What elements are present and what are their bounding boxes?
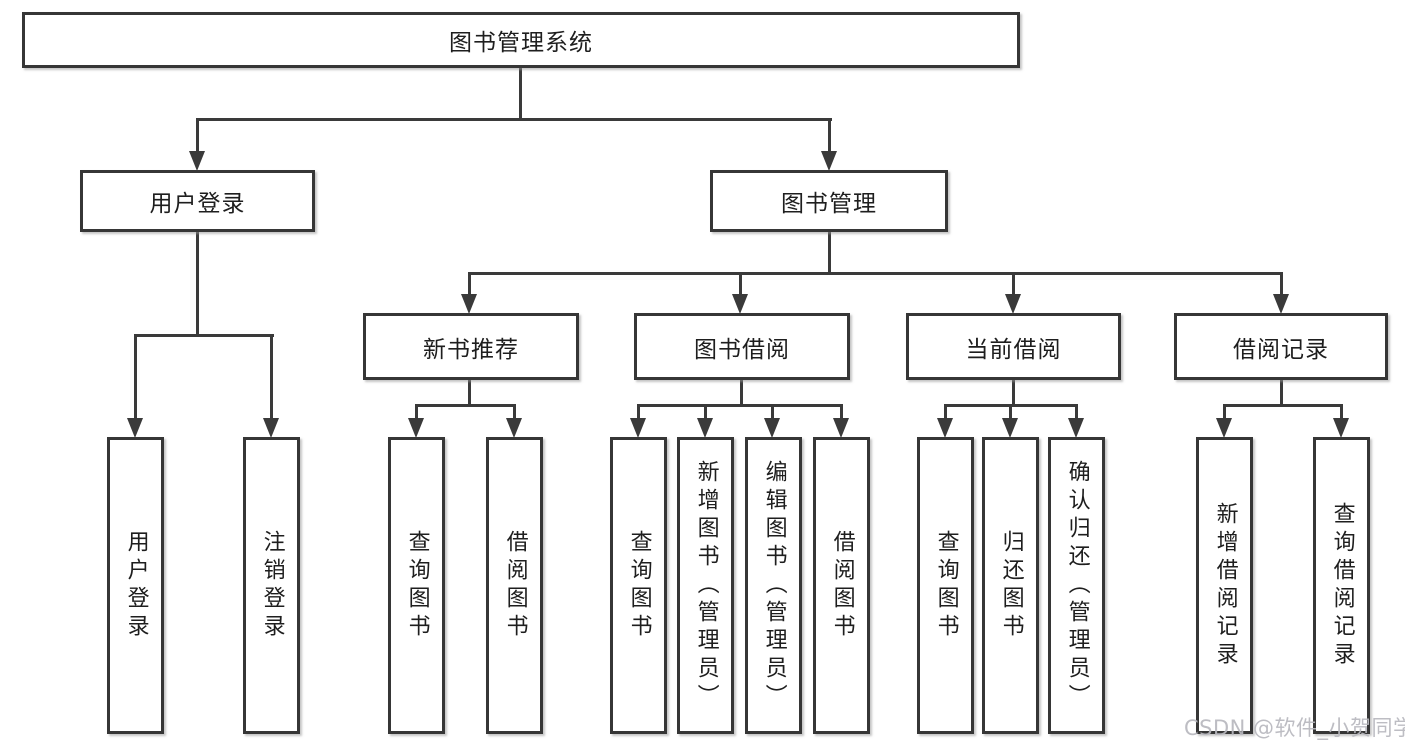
leaf-add-book-admin: 新增图书（管理员） <box>677 437 734 734</box>
arrowhead-down-icon <box>1005 294 1021 314</box>
connector-line <box>637 404 843 407</box>
connector-line <box>637 404 640 420</box>
connector-line <box>415 404 418 420</box>
arrowhead-down-icon <box>1216 418 1232 438</box>
connector-line <box>1223 404 1226 420</box>
connector-line <box>771 404 774 420</box>
node-label: 借阅记录 <box>1233 336 1329 363</box>
csdn-watermark: CSDN @软件_小贺同学 <box>1184 716 1405 740</box>
leaf-label: 编辑图书（管理员） <box>761 459 787 712</box>
leaf-label: 注销登录 <box>259 529 285 642</box>
arrowhead-down-icon <box>732 294 748 314</box>
leaf-label: 查询借阅记录 <box>1329 501 1355 670</box>
leaf-add-borrow-record: 新增借阅记录 <box>1196 437 1253 734</box>
node-current-borrowing: 当前借阅 <box>906 313 1121 380</box>
node-label: 图书管理 <box>781 191 877 217</box>
leaf-label: 借阅图书 <box>502 529 528 642</box>
arrowhead-down-icon <box>1273 294 1289 314</box>
arrowhead-down-icon <box>630 418 646 438</box>
arrowhead-down-icon <box>506 418 522 438</box>
leaf-borrow-books-recommend: 借阅图书 <box>486 437 543 734</box>
node-label: 用户登录 <box>149 191 246 217</box>
arrowhead-down-icon <box>189 151 205 171</box>
leaf-label: 确认归还（管理员） <box>1064 459 1090 712</box>
connector-line <box>828 118 831 154</box>
leaf-user-login: 用户登录 <box>107 437 164 734</box>
connector-line <box>1012 272 1015 295</box>
connector-line <box>739 272 742 295</box>
leaf-query-borrow-record: 查询借阅记录 <box>1313 437 1370 734</box>
connector-line <box>1012 378 1015 406</box>
connector-line <box>468 272 1283 275</box>
connector-line <box>840 404 843 420</box>
connector-line <box>415 404 516 407</box>
leaf-label: 查询图书 <box>933 529 959 642</box>
leaf-query-books-recommend: 查询图书 <box>388 437 445 734</box>
arrowhead-down-icon <box>937 418 953 438</box>
leaf-label: 新增借阅记录 <box>1212 501 1238 670</box>
node-label: 当前借阅 <box>965 336 1062 363</box>
connector-line <box>196 230 199 336</box>
leaf-label: 新增图书（管理员） <box>693 459 719 712</box>
leaf-logout: 注销登录 <box>243 437 300 734</box>
connector-line <box>519 66 522 120</box>
arrowhead-down-icon <box>263 418 279 438</box>
arrowhead-down-icon <box>697 418 713 438</box>
node-library-management-system: 图书管理系统 <box>22 12 1020 68</box>
connector-line <box>513 404 516 420</box>
arrowhead-down-icon <box>1068 418 1084 438</box>
node-new-book-recommendation: 新书推荐 <box>363 313 579 380</box>
connector-line <box>704 404 707 420</box>
leaf-label: 归还图书 <box>998 529 1024 642</box>
connector-line <box>740 378 743 406</box>
leaf-label: 用户登录 <box>123 529 149 642</box>
leaf-return-books: 归还图书 <box>982 437 1039 734</box>
connector-line <box>468 378 471 406</box>
connector-line <box>270 334 273 420</box>
arrowhead-down-icon <box>1002 418 1018 438</box>
leaf-edit-book-admin: 编辑图书（管理员） <box>745 437 802 734</box>
node-user-login: 用户登录 <box>80 170 315 232</box>
connector-line <box>134 334 137 420</box>
connector-line <box>196 118 832 121</box>
arrowhead-down-icon <box>461 294 477 314</box>
arrowhead-down-icon <box>1333 418 1349 438</box>
arrowhead-down-icon <box>127 418 143 438</box>
arrowhead-down-icon <box>764 418 780 438</box>
connector-line <box>1009 404 1012 420</box>
leaf-label: 查询图书 <box>626 529 652 642</box>
connector-line <box>1223 404 1343 407</box>
leaf-confirm-return-admin: 确认归还（管理员） <box>1048 437 1105 734</box>
connector-line <box>468 272 471 295</box>
node-book-management: 图书管理 <box>710 170 948 232</box>
arrowhead-down-icon <box>833 418 849 438</box>
connector-line <box>1280 272 1283 295</box>
leaf-borrow-books-borrowing: 借阅图书 <box>813 437 870 734</box>
node-book-borrowing: 图书借阅 <box>634 313 850 380</box>
connector-line <box>1280 378 1283 406</box>
connector-line <box>196 118 199 154</box>
node-borrowing-records: 借阅记录 <box>1174 313 1388 380</box>
node-label: 新书推荐 <box>423 336 519 363</box>
leaf-label: 查询图书 <box>404 529 430 642</box>
connector-line <box>1075 404 1078 420</box>
node-label: 图书管理系统 <box>449 30 593 56</box>
arrowhead-down-icon <box>821 151 837 171</box>
node-label: 图书借阅 <box>694 336 790 363</box>
leaf-query-books-borrowing: 查询图书 <box>610 437 667 734</box>
connector-line <box>1340 404 1343 420</box>
connector-line <box>944 404 947 420</box>
connector-line <box>134 334 274 337</box>
leaf-query-books-current: 查询图书 <box>917 437 974 734</box>
connector-line <box>828 230 831 275</box>
arrowhead-down-icon <box>408 418 424 438</box>
leaf-label: 借阅图书 <box>829 529 855 642</box>
